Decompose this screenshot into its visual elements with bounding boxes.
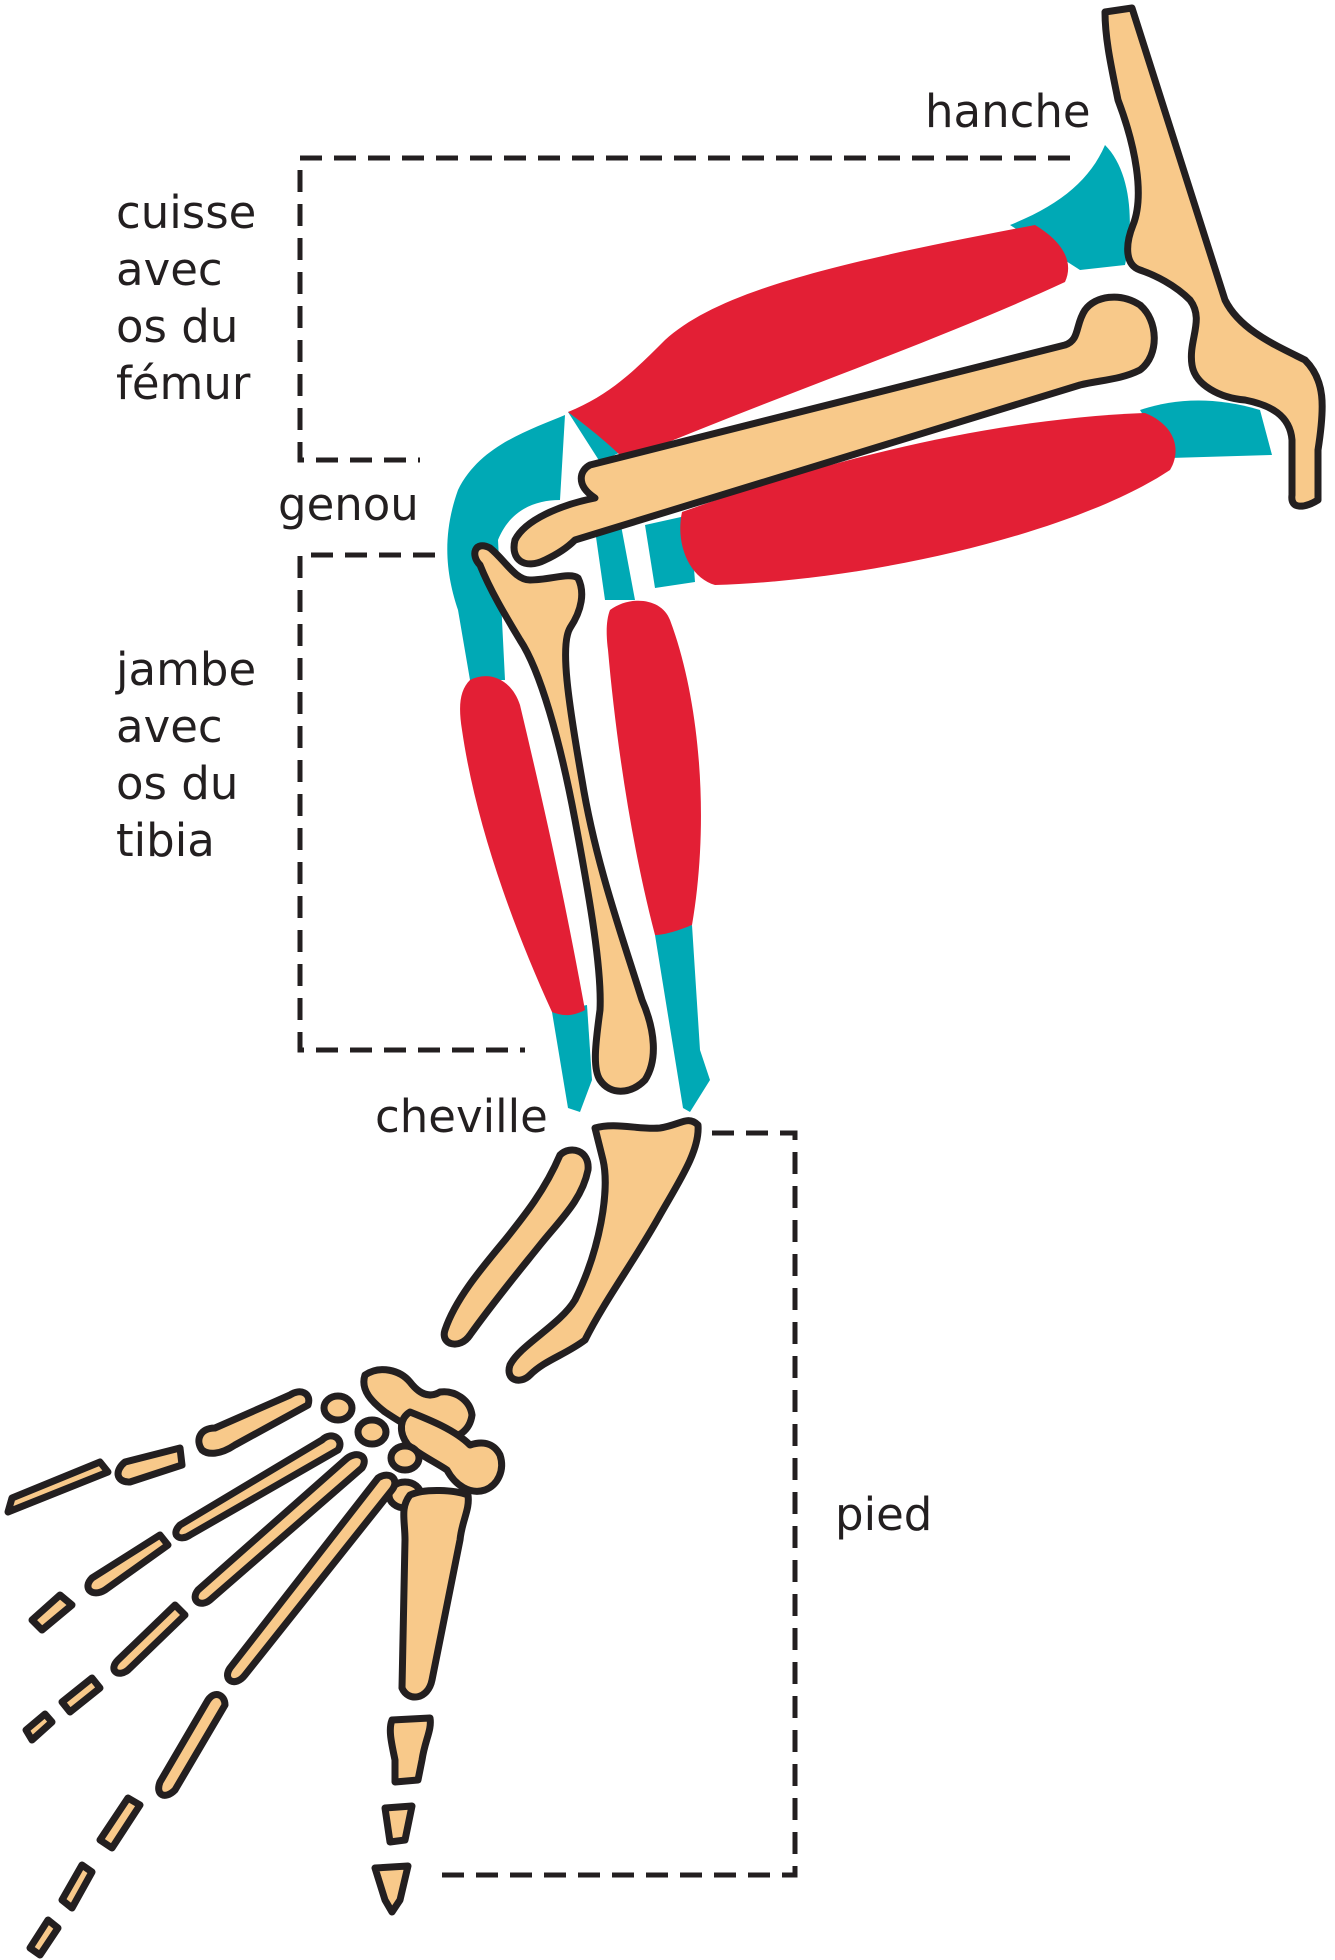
label-ankle: cheville — [375, 1090, 548, 1143]
toe4-phalanx-3 — [62, 1865, 92, 1908]
toe4-phalanx-1 — [159, 1695, 225, 1796]
toe4-phalanx-2 — [100, 1798, 140, 1848]
toe1-phalanx — [118, 1448, 182, 1482]
toe5-tip — [375, 1866, 408, 1912]
toe5-metatarsal — [402, 1490, 468, 1697]
label-knee: genou — [278, 478, 419, 531]
label-thigh-line-1: cuisse — [116, 186, 256, 239]
toe1-metatarsal — [199, 1392, 309, 1453]
shin-lower-tendon — [552, 1005, 592, 1112]
label-leg-line-4: tibia — [116, 814, 215, 867]
toe2-phalanx-1 — [88, 1535, 168, 1593]
toe3-phalanx-1 — [114, 1605, 185, 1673]
toe3-phalanx-2 — [62, 1678, 100, 1712]
calf-muscle — [607, 601, 701, 935]
calf-lower-tendon — [655, 925, 710, 1112]
toe1-tip — [8, 1462, 108, 1512]
label-leg-line-1: jambe — [115, 643, 256, 696]
tarsal-bone-5 — [391, 1446, 419, 1470]
tarsal-bone-3 — [324, 1396, 352, 1420]
toe2-tip — [32, 1595, 72, 1630]
toe5-phalanx-1 — [390, 1718, 430, 1782]
label-foot: pied — [835, 1488, 932, 1541]
label-leg-line-3: os du — [116, 757, 238, 810]
toe5-phalanx-2 — [385, 1806, 412, 1842]
label-thigh-line-2: avec — [116, 243, 223, 296]
tarsal-bone-4 — [358, 1420, 386, 1444]
label-hip: hanche — [925, 85, 1091, 138]
label-thigh-line-4: fémur — [116, 357, 251, 410]
label-leg-line-2: avec — [116, 700, 223, 753]
toe4-tip — [30, 1920, 58, 1955]
toe3-tip — [26, 1714, 52, 1740]
label-thigh-line-3: os du — [116, 300, 238, 353]
